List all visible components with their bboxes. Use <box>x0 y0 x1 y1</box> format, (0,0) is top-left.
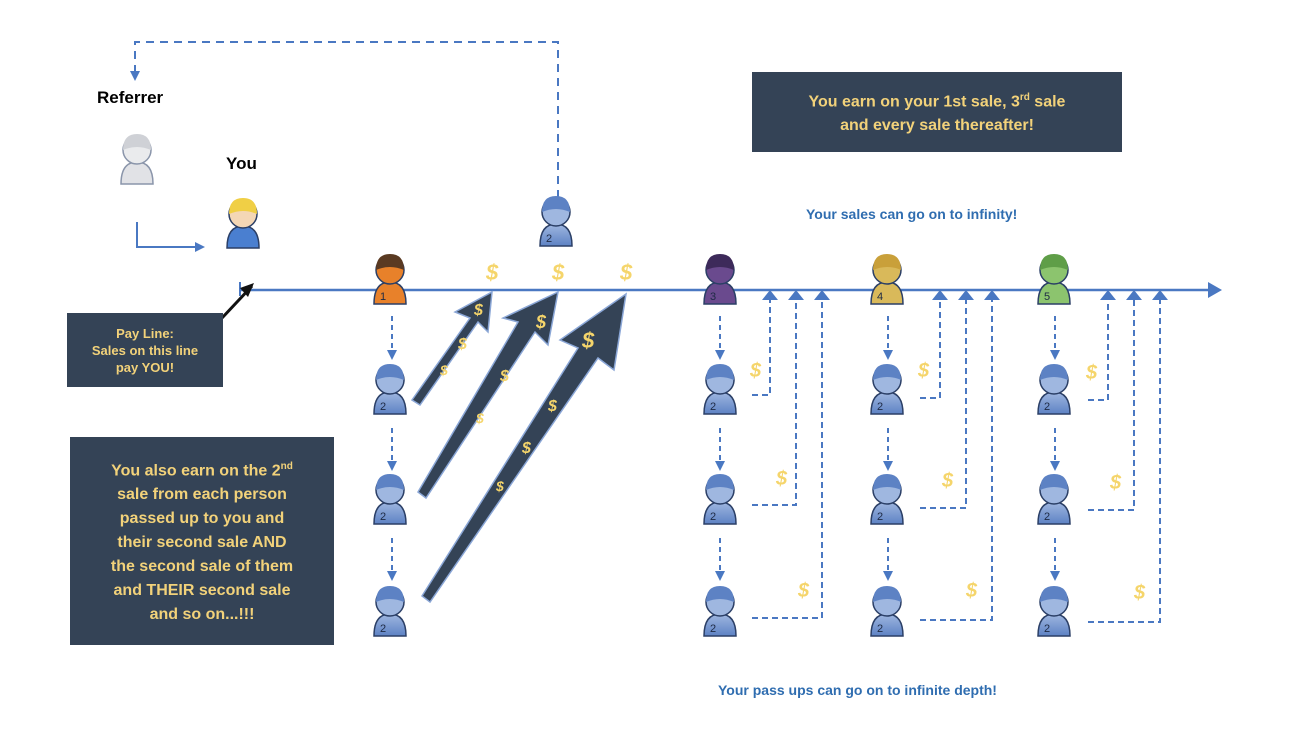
figure-number: 2 <box>380 401 386 413</box>
dollar-sign: $ <box>620 260 633 285</box>
left-box-line1-pre: You also earn on the 2 <box>111 462 281 480</box>
top-right-line1-pre: You earn on your 1st sale, 3 <box>808 93 1020 111</box>
pass-up-avatar: 2 <box>373 586 407 637</box>
dollar-sign: $ <box>942 470 954 492</box>
dollar-sign: $ <box>798 580 810 602</box>
left-box-line4: their second sale AND <box>117 534 287 552</box>
figure-number: 2 <box>877 511 883 523</box>
referrer-to-you-arrow <box>136 222 205 252</box>
figure-number: 2 <box>710 623 716 635</box>
top-right-box: You earn on your 1st sale, 3rd sale and … <box>752 72 1122 152</box>
figure-number: 1 <box>380 291 386 303</box>
dark-arrow-1 <box>410 290 493 407</box>
sale-5-avatar: 5 <box>1037 254 1071 305</box>
pass-up-return-lines <box>752 300 1161 623</box>
pay-line-arrowhead <box>1208 282 1222 298</box>
pay-line-box-line3: pay YOU! <box>115 359 175 375</box>
dollar-sign: $ <box>582 328 595 353</box>
dollar-sign: $ <box>440 362 448 378</box>
column-dashes <box>387 316 1060 581</box>
figure-number: 2 <box>1044 623 1050 635</box>
left-explanation-box: You also earn on the 2nd sale from each … <box>70 437 334 645</box>
figure-number: 2 <box>710 511 716 523</box>
figure-number: 3 <box>710 291 716 303</box>
pass-up-avatar: 2 <box>703 586 737 637</box>
you-avatar <box>226 198 260 249</box>
figure-number: 2 <box>546 233 552 245</box>
pay-line-box: Pay Line: Sales on this line pay YOU! <box>67 313 223 387</box>
left-box-line3: passed up to you and <box>119 510 285 528</box>
dollar-sign: $ <box>966 580 978 602</box>
dollar-sign: $ <box>1086 362 1098 384</box>
figure-number: 2 <box>380 511 386 523</box>
pass-up-avatar: 2 <box>1037 586 1071 637</box>
pass-up-avatar: 2 <box>373 474 407 525</box>
figure-number: 2 <box>877 623 883 635</box>
dollar-sign: $ <box>536 312 547 332</box>
pass-up-avatar: 2 <box>703 364 737 415</box>
dollar-sign: $ <box>500 368 509 385</box>
referrer-label: Referrer <box>97 88 164 107</box>
pass-up-avatar: 2 <box>373 364 407 415</box>
dollar-sign: $ <box>522 440 531 457</box>
sale-3-avatar: 3 <box>703 254 737 305</box>
left-box-line1-sup: nd <box>280 460 293 472</box>
dollar-sign: $ <box>476 410 484 426</box>
dollar-sign: $ <box>548 398 557 415</box>
figure-number: 2 <box>1044 401 1050 413</box>
dollar-sign: $ <box>458 336 467 353</box>
top-right-line1-sup: rd <box>1019 91 1030 103</box>
dollar-sign: $ <box>552 260 565 285</box>
left-box-line1: You also earn on the 2nd <box>111 455 293 483</box>
figure-number: 2 <box>710 401 716 413</box>
pass-up-avatar: 2 <box>870 364 904 415</box>
left-box-line5: the second sale of them <box>110 558 294 576</box>
referrer-avatar <box>120 134 154 185</box>
figures-layer: 2 1 3 4 5 2 2 2 2 2 2 2 2 2 2 2 2 <box>120 134 1071 637</box>
pass-up-avatar: 2 <box>1037 474 1071 525</box>
dark-arrow-3 <box>420 292 628 604</box>
figure-number: 2 <box>380 623 386 635</box>
dark-arrow-2 <box>417 290 560 500</box>
dollar-sign: $ <box>474 302 483 319</box>
top-right-box-line2: and every sale thereafter! <box>840 117 1034 135</box>
figure-number: 2 <box>877 401 883 413</box>
infinity-note: Your sales can go on to infinity! <box>806 206 1018 222</box>
dollar-sign: $ <box>1134 582 1146 604</box>
pass-up-avatar: 2 <box>703 474 737 525</box>
dollar-sign: $ <box>776 468 788 490</box>
left-box-line2: sale from each person <box>117 486 287 504</box>
dollar-sign: $ <box>496 478 504 494</box>
pass-up-avatar: 2 <box>870 586 904 637</box>
dollar-sign: $ <box>750 360 762 382</box>
left-box-line7: and so on...!!! <box>149 606 255 624</box>
dollar-sign: $ <box>486 260 499 285</box>
dollar-sign: $ <box>918 360 930 382</box>
sale-4-avatar: 4 <box>870 254 904 305</box>
pass-up-avatar: 2 <box>1037 364 1071 415</box>
pass-up-arrowheads <box>762 290 1168 300</box>
sale-1-avatar: 1 <box>373 254 407 305</box>
top-right-box-line1: You earn on your 1st sale, 3rd sale <box>809 86 1066 114</box>
figure-number: 2 <box>1044 511 1050 523</box>
top-right-line1-post: sale <box>1029 93 1066 111</box>
floating-pass-up-avatar: 2 <box>539 196 573 247</box>
referrer-loop-line <box>130 41 559 198</box>
figure-number: 5 <box>1044 291 1050 303</box>
infinite-depth-note: Your pass ups can go on to infinite dept… <box>718 682 997 698</box>
dollar-sign: $ <box>1110 472 1122 494</box>
figure-number: 4 <box>877 291 883 303</box>
you-label: You <box>226 154 257 173</box>
pass-up-dark-arrows <box>410 290 628 604</box>
pass-up-avatar: 2 <box>870 474 904 525</box>
left-box-line6: and THEIR second sale <box>113 582 291 600</box>
pay-line-box-line1: Pay Line: <box>116 325 174 341</box>
pay-line-box-line2: Sales on this line <box>91 342 199 358</box>
